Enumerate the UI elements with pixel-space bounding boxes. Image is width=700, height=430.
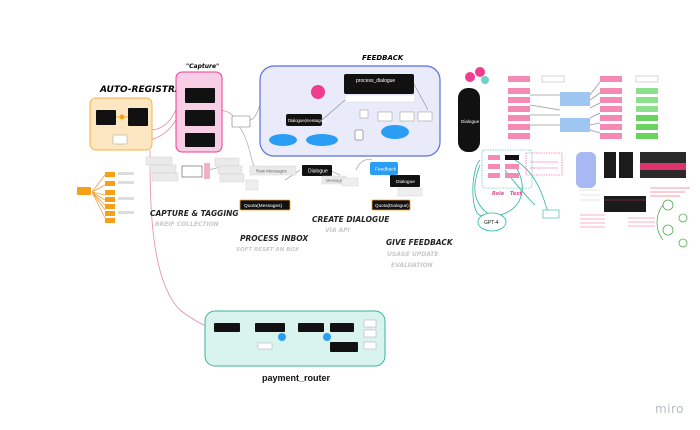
role-label: Role (492, 191, 505, 197)
right-dialogue-label: Dialogue (461, 119, 480, 124)
quota-messages-label: Quota(Messages) (244, 203, 283, 209)
payment-node-5[interactable] (330, 342, 358, 352)
quota-dialogue-node[interactable] (371, 199, 411, 211)
process-dialogue-label: process_dialogue (356, 78, 395, 84)
process-dialogue-node[interactable] (344, 74, 414, 94)
give-feedback-dialogue-node[interactable] (390, 175, 420, 187)
process-inbox-section[interactable]: Raw Messages Quota(Messages) PROCESS INB… (236, 165, 309, 253)
auto-registration-node-b[interactable] (128, 108, 148, 126)
auto-registration-section[interactable]: AUTO-REGISTRATION (89, 85, 206, 151)
dialogue-messages-node[interactable] (286, 114, 322, 126)
give-feedback-title: GIVE FEEDBACK (386, 238, 454, 247)
create-dialogue-message-label: Message (326, 178, 344, 183)
feedback-cloud-3 (381, 125, 409, 139)
capture-title: "Capture" (186, 63, 219, 70)
dialogue-messages-label: Dialogue(messages) (288, 118, 327, 123)
tree-root-node[interactable] (77, 187, 91, 195)
capture-tagging-section[interactable]: CAPTURE & TAGGING BREIF COLLECTION (145, 156, 245, 228)
feedback-node[interactable] (370, 162, 398, 175)
capture-tagging-subtitle: BREIF COLLECTION (155, 221, 219, 228)
feedback-section[interactable]: FEEDBACK process_dialogue Dialogue(messa… (259, 54, 441, 157)
capture-node-1[interactable] (185, 88, 215, 103)
create-dialogue-subtitle: VIA API (325, 227, 351, 234)
payment-node-2[interactable] (255, 323, 285, 332)
right-dialogue-node[interactable] (458, 88, 480, 152)
create-dialogue-label: Dialogue (308, 169, 328, 175)
payment-node-1[interactable] (214, 323, 240, 332)
give-feedback-dialogue-label: Dialogue (396, 179, 415, 185)
feedback-node-label: Feedback (375, 167, 397, 173)
capture-output-box[interactable] (231, 115, 251, 128)
capture-tagging-title: CAPTURE & TAGGING (150, 209, 239, 218)
right-cluster-node-2[interactable] (560, 118, 590, 132)
payment-router-section[interactable]: payment_router (204, 310, 386, 383)
gpt4-label: GPT-4 (484, 220, 499, 226)
give-feedback-subtitle: USAGE UPDATE (387, 251, 439, 258)
payment-router-title: payment_router (262, 373, 331, 383)
capture-node-2[interactable] (185, 110, 215, 126)
auto-registration-db (112, 134, 128, 145)
capture-section[interactable]: "Capture" (175, 63, 251, 153)
feedback-cloud-2 (306, 134, 338, 146)
payment-node-3[interactable] (298, 323, 324, 332)
payment-router-frame[interactable] (204, 310, 386, 367)
right-cluster-node-1[interactable] (560, 92, 590, 106)
process-inbox-subtitle: SOFT RESET AN BOX (236, 247, 300, 253)
capture-node-3[interactable] (185, 133, 215, 147)
orange-tree[interactable] (77, 172, 134, 223)
create-dialogue-section[interactable]: Dialogue Message CREATE DIALOGUE VIA API (302, 165, 390, 234)
miro-watermark: miro (654, 402, 684, 416)
auto-registration-node-a[interactable] (96, 110, 116, 125)
feedback-db (354, 129, 364, 141)
feedback-title: FEEDBACK (362, 54, 404, 62)
create-dialogue-title: CREATE DIALOGUE (312, 215, 390, 224)
raw-messages-label: Raw Messages (256, 169, 288, 174)
pink-start-node[interactable] (311, 85, 325, 99)
auto-registration-title: AUTO-REGISTRATION (99, 85, 206, 95)
right-section[interactable]: Dialogue Role Text (458, 67, 690, 248)
text-label: Text (510, 191, 522, 197)
quota-dialogue-label: Quota(Dialogue) (375, 203, 409, 208)
give-feedback-section[interactable]: Feedback Dialogue Quota(Dialogue) GIVE F… (370, 162, 454, 269)
process-inbox-title: PROCESS INBOX (240, 234, 309, 243)
quota-messages-node[interactable] (239, 199, 291, 211)
capture-tag-box[interactable] (181, 165, 203, 178)
gpt4-cloud[interactable] (477, 212, 507, 232)
create-dialogue-node[interactable] (302, 165, 332, 176)
give-feedback-subtitle-2: EVALUATION (391, 262, 433, 269)
right-blue-pill[interactable] (576, 152, 596, 188)
payment-node-4[interactable] (330, 323, 354, 332)
feedback-cloud-1 (269, 134, 297, 146)
